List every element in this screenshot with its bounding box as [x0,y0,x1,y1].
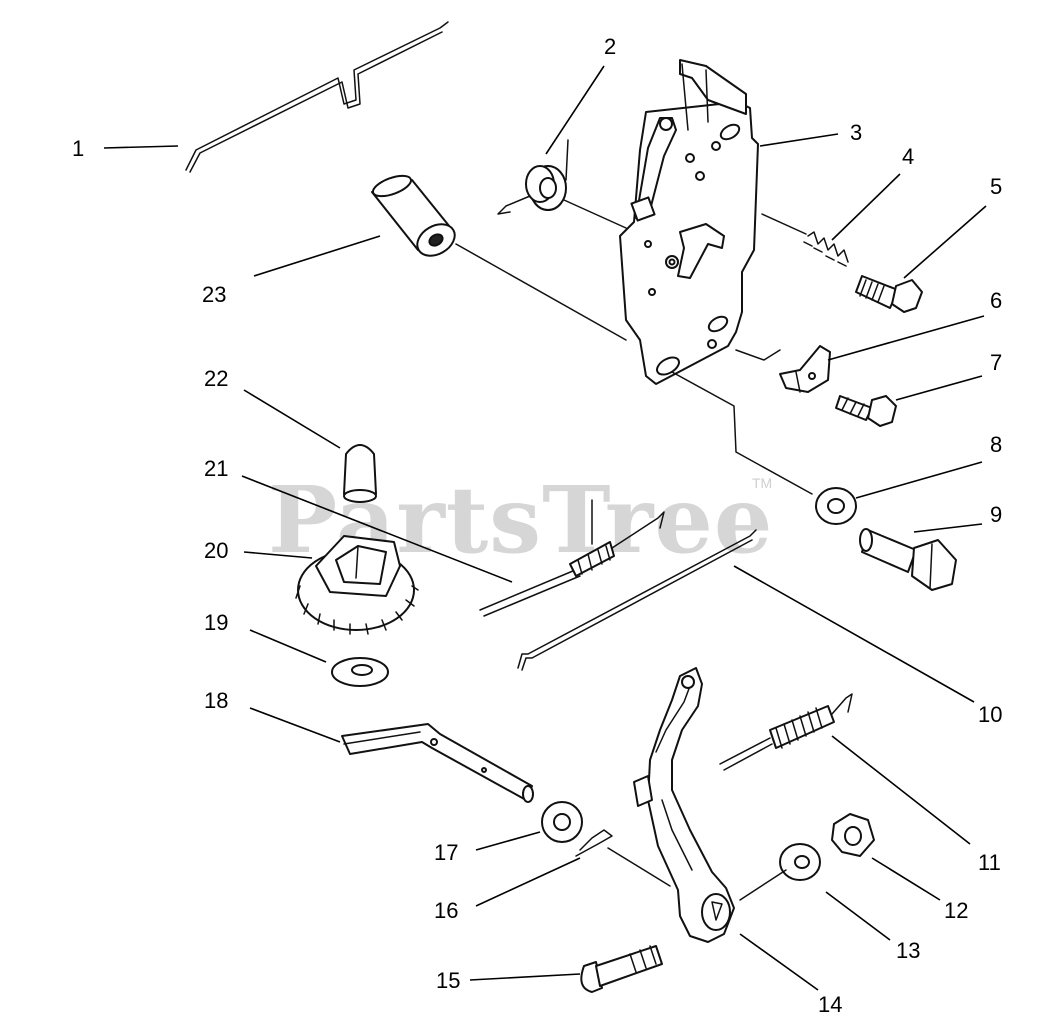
part-22-pin [343,444,377,503]
callout-3: 3 [759,120,862,147]
part-23-sleeve [371,174,456,257]
part-3-control-bracket [619,59,759,385]
callout-label: 20 [204,538,228,563]
part-9-shoulder-bolt [859,528,957,591]
callouts: 1 2 3 4 5 6 7 8 [72,34,1002,1017]
callout-label: 17 [434,840,458,865]
callout-label: 10 [978,702,1002,727]
callout-label: 18 [204,688,228,713]
callout-18: 18 [204,688,341,743]
part-16-cotter-pin [575,829,613,857]
callout-label: 21 [204,456,228,481]
part-14-governor-lever [633,667,735,943]
callout-9: 9 [913,502,1002,533]
part-6-clip [779,345,831,393]
watermark-trademark: TM [752,475,772,491]
callout-4: 4 [831,144,914,241]
callout-22: 22 [204,366,341,449]
callout-label: 23 [202,282,226,307]
callout-21: 21 [204,456,513,583]
callout-label: 22 [204,366,228,391]
callout-label: 14 [818,992,842,1017]
callout-label: 13 [896,938,920,963]
callout-13: 13 [825,891,920,963]
callout-6: 6 [827,288,1002,361]
callout-label: 11 [978,850,1001,875]
part-12-hex-nut [831,813,875,857]
callout-label: 6 [990,288,1002,313]
part-2-torsion-spring [497,139,569,215]
assembly-lines [455,199,813,901]
callout-label: 7 [990,350,1002,375]
part-4-spring [803,231,849,267]
callout-1: 1 [72,136,179,161]
part-8-washer [815,487,857,525]
callout-15: 15 [436,968,581,993]
callout-17: 17 [434,831,541,865]
part-1-link-wire [185,21,449,173]
callout-label: 3 [850,120,862,145]
part-11-spring [719,693,853,771]
callout-label: 1 [72,136,84,161]
part-21-spring [479,499,665,617]
callout-label: 9 [990,502,1002,527]
callout-23: 23 [202,235,381,307]
callout-14: 14 [739,933,842,1017]
part-15-carriage-bolt [580,945,663,993]
callout-20: 20 [204,538,313,563]
callout-label: 16 [434,898,458,923]
callout-5: 5 [903,174,1002,279]
callout-10: 10 [733,565,1002,727]
callout-label: 5 [990,174,1002,199]
callout-label: 8 [990,432,1002,457]
callout-label: 4 [902,144,914,169]
callout-11: 11 [831,735,1001,875]
callout-label: 15 [436,968,460,993]
callout-2: 2 [545,34,616,155]
callout-16: 16 [434,857,581,923]
callout-12: 12 [871,857,968,923]
part-17-washer [541,801,583,843]
part-13-washer [779,843,821,881]
callout-label: 12 [944,898,968,923]
part-19-washer [331,657,389,687]
part-5-screw [855,275,923,313]
part-18-governor-shaft [341,723,534,803]
callout-19: 19 [204,610,327,663]
part-10-rod [517,529,757,671]
part-20-governor-gear [295,535,419,635]
callout-8: 8 [855,432,1002,499]
callout-label: 19 [204,610,228,635]
callout-label: 2 [604,34,616,59]
part-7-bolt [835,395,897,427]
callout-7: 7 [895,350,1002,401]
